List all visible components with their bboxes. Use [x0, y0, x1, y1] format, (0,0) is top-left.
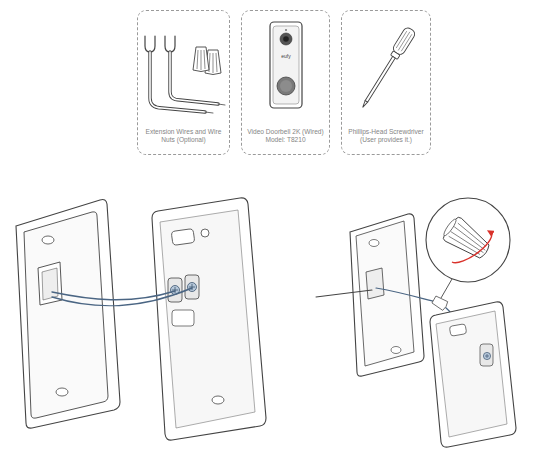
- mounting-bracket: [391, 347, 401, 354]
- doorbell-wire: [52, 291, 175, 300]
- doorbell-back: [430, 302, 516, 447]
- part-box: Video Doorbell 2K (Wired) Model: T8210: [241, 10, 330, 155]
- wire-nut: [193, 47, 209, 72]
- wire-nut: [431, 295, 448, 311]
- doorbell-back: [172, 310, 194, 326]
- extension-wire: [145, 36, 225, 113]
- terminal-screw: [485, 354, 489, 358]
- doorbell-front: [270, 22, 302, 108]
- wire-nut: [440, 214, 494, 264]
- mounting-bracket: [42, 236, 54, 244]
- wire-nut: [448, 223, 489, 258]
- doorbell-front: [283, 36, 289, 42]
- terminal-screw: [188, 283, 197, 292]
- doorbell-front: [285, 29, 287, 31]
- mounting-bracket: [24, 212, 108, 418]
- mounting-bracket: [366, 268, 384, 299]
- mounting-bracket: [356, 221, 414, 366]
- doorbell-back: [152, 198, 266, 440]
- mounting-bracket: [369, 240, 379, 247]
- doorbell-back: [430, 302, 516, 447]
- doorbell-back: [201, 229, 209, 237]
- doorbell-back: [171, 229, 195, 246]
- terminal-screw: [171, 283, 197, 295]
- doorbell-back: [185, 275, 199, 299]
- doorbell-wire: [52, 288, 192, 306]
- doorbell-back: [449, 324, 466, 337]
- doorbell-back: [160, 210, 255, 428]
- doorbell-back: [480, 344, 493, 366]
- zoom-circle: [426, 198, 510, 282]
- mounting-bracket: [350, 214, 424, 376]
- screwdriver: [396, 30, 413, 52]
- screwdriver: [365, 56, 395, 102]
- mounting-bracket: [16, 200, 120, 429]
- doorbell-front: [273, 26, 299, 104]
- part-caption: Phillips-Head Screwdriver (User provides…: [345, 128, 427, 145]
- part-box: Extension Wires and Wire Nuts (Optional): [137, 10, 230, 155]
- doorbell-back: [152, 198, 266, 440]
- doorbell-wire: [52, 288, 192, 306]
- doorbell-front: [280, 33, 292, 45]
- extension-wire: [205, 112, 213, 113]
- zoom-leader: [441, 279, 452, 298]
- extension-wire: [218, 104, 225, 105]
- mounting-bracket: [42, 268, 58, 300]
- mounting-bracket: [16, 200, 120, 429]
- screwdriver: [358, 26, 417, 110]
- extension-wire: [376, 288, 436, 302]
- wire-nut: [209, 53, 217, 73]
- terminal-screw: [483, 352, 490, 359]
- wire-nut: [442, 216, 494, 264]
- screwdriver: [361, 101, 367, 109]
- extension-wire: [145, 36, 155, 52]
- doorbell-back: [436, 311, 507, 437]
- zoom-circle: [426, 198, 510, 282]
- doorbell-front: [270, 22, 302, 108]
- wire-nut: [197, 50, 205, 70]
- doorbell-back: [168, 278, 182, 302]
- wall-wire: [316, 290, 372, 297]
- mounting-bracket: [56, 388, 68, 396]
- brand-logo: eufy: [276, 54, 296, 59]
- rotation-arrow: [452, 232, 492, 263]
- wall-wire: [316, 290, 372, 297]
- doorbell-front: [277, 77, 295, 95]
- mounting-bracket: [350, 214, 424, 376]
- wire-nut: [193, 47, 221, 75]
- wire-nut: [431, 295, 448, 311]
- part-box: Phillips-Head Screwdriver (User provides…: [341, 10, 431, 155]
- rotation-arrow: [452, 232, 492, 263]
- zoom-leader: [441, 279, 452, 298]
- terminal-screw: [483, 352, 490, 359]
- doorbell-front: [280, 80, 292, 92]
- doorbell-back: [212, 396, 224, 404]
- wire-nut: [442, 218, 458, 237]
- part-caption: Extension Wires and Wire Nuts (Optional): [141, 128, 226, 145]
- extension-wire: [165, 36, 175, 52]
- part-caption: Video Doorbell 2K (Wired) Model: T8210: [245, 128, 326, 145]
